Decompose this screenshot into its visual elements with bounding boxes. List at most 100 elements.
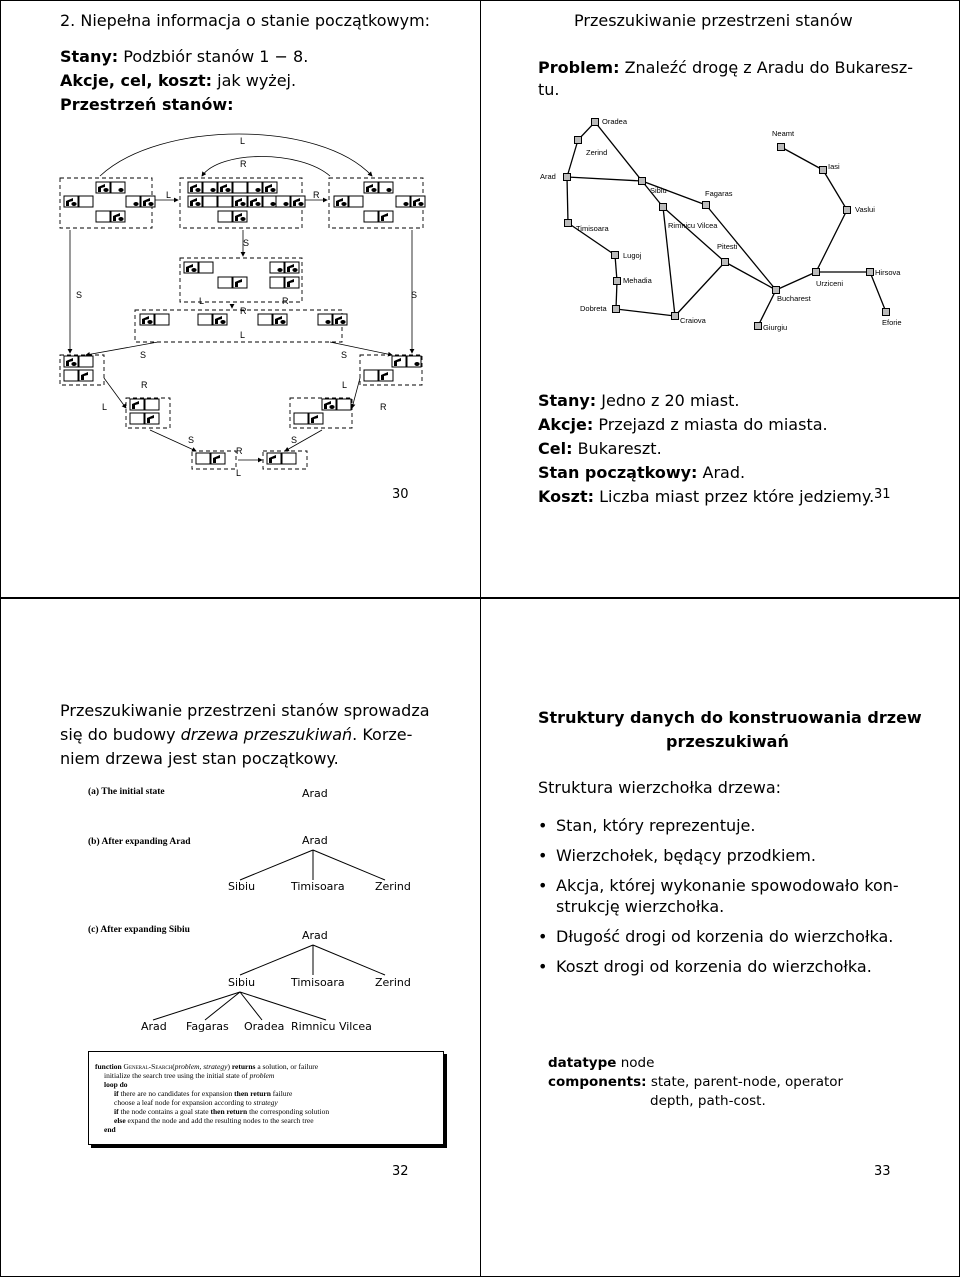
map-road xyxy=(822,169,848,211)
label-L-bot: L xyxy=(236,468,242,478)
map-road xyxy=(566,176,643,182)
city-node xyxy=(721,258,729,266)
dirt-icon xyxy=(386,188,392,192)
label-L: L xyxy=(166,190,172,200)
list-item: Długość drogi od korzenia do wierzchołka… xyxy=(538,926,918,947)
transition-arrow xyxy=(201,156,331,177)
tree-node-zerind-c: Zerind xyxy=(375,976,411,989)
components-line2: depth, path-cost. xyxy=(650,1093,766,1109)
vacuum-robot-icon xyxy=(293,198,300,206)
problem-label: Problem: xyxy=(538,58,620,77)
city-label: Giurgiu xyxy=(763,323,787,332)
p31-koszt: Koszt: Liczba miast przez które jedziemy… xyxy=(538,486,874,507)
city-node xyxy=(591,118,599,126)
vacuum-cell xyxy=(110,181,126,194)
map-road xyxy=(757,289,777,327)
vacuum-cell xyxy=(363,210,379,223)
dirt-icon xyxy=(148,202,154,206)
belief-state-box xyxy=(125,397,171,429)
label-R-r4: R xyxy=(380,402,387,412)
akcje-label: Akcje: xyxy=(538,415,594,434)
city-node xyxy=(611,251,619,259)
city-label: Oradea xyxy=(602,117,628,126)
city-label: Dobreta xyxy=(580,304,608,313)
transition-arrow xyxy=(99,133,373,177)
label-R-top: R xyxy=(240,159,247,169)
tree-node-zerind-b: Zerind xyxy=(375,880,411,893)
dirt-icon xyxy=(240,217,246,221)
vacuum-cell xyxy=(232,181,248,194)
vacuum-robot-icon xyxy=(142,316,149,324)
vacuum-robot-icon xyxy=(215,316,222,324)
vacuum-robot-icon xyxy=(186,264,193,272)
slide30-actions: Akcje, cel, koszt: jak wyżej. xyxy=(60,70,296,91)
vacuum-cell xyxy=(281,452,297,465)
caption-b: (b) After expanding Arad xyxy=(88,837,191,847)
slide30-states: Stany: Podzbiór stanów 1 − 8. xyxy=(60,46,308,67)
tree-node-timisoara-c: Timisoara xyxy=(291,976,345,989)
map-road xyxy=(566,176,569,224)
start-text: Arad. xyxy=(702,463,746,482)
label-R: R xyxy=(313,190,320,200)
vacuum-robot-icon xyxy=(66,358,73,366)
dirt-icon xyxy=(414,362,420,366)
map-road xyxy=(614,254,618,282)
city-node xyxy=(612,305,620,313)
city-label: Sibiu xyxy=(650,186,667,195)
general-search-code-box: function General-Search(problem, strateg… xyxy=(88,1051,444,1145)
vacuum-robot-icon xyxy=(335,316,342,324)
belief-state-box xyxy=(59,354,105,386)
label-R-mid2: R xyxy=(240,306,247,316)
city-label: Arad xyxy=(540,172,556,181)
datatype-text: node xyxy=(620,1055,655,1071)
label-R-l3: R xyxy=(141,380,148,390)
intro2c: . Korze- xyxy=(352,725,413,744)
city-label: Fagaras xyxy=(705,189,733,198)
dirt-icon xyxy=(255,202,261,206)
vacuum-cell xyxy=(125,195,141,208)
dirt-icon xyxy=(329,405,335,409)
dirt-icon xyxy=(403,202,409,206)
stany-text: Jedno z 20 miast. xyxy=(601,391,740,410)
city-label: Hirsova xyxy=(875,268,901,277)
transition-arrow xyxy=(85,341,159,357)
vacuum-cell xyxy=(202,181,218,194)
list-item: Akcja, której wykonanie spowodowało kon-… xyxy=(538,875,918,917)
vacuum-cell xyxy=(269,261,285,274)
transition-arrow xyxy=(284,429,323,452)
dirt-icon xyxy=(340,320,346,324)
page-number-33: 33 xyxy=(874,1164,891,1179)
code-line-6: if the node contains a goal state then r… xyxy=(114,1107,330,1116)
code-line-8: end xyxy=(104,1125,116,1134)
datatype-label: datatype xyxy=(548,1055,617,1071)
belief-state-box xyxy=(262,450,308,470)
dirt-icon xyxy=(371,188,377,192)
vacuum-robot-icon xyxy=(287,279,294,287)
vacuum-cell xyxy=(257,313,273,326)
dirt-icon xyxy=(255,188,261,192)
tree-node-arad-a: Arad xyxy=(302,787,328,800)
vacuum-robot-icon xyxy=(381,372,388,380)
slide30-title: 2. Niepełna informacja o stanie początko… xyxy=(60,11,431,30)
city-label: Mehadia xyxy=(623,276,653,285)
dirt-icon xyxy=(210,188,216,192)
label-S-r5: S xyxy=(291,435,298,445)
vacuum-cell xyxy=(269,276,285,289)
label-R-mid: R xyxy=(282,296,289,306)
vacuum-robot-icon xyxy=(113,213,120,221)
node-fields-list: Stan, który reprezentuje. Wierzchołek, b… xyxy=(538,815,918,986)
dirt-icon xyxy=(283,202,289,206)
tree-node-timisoara-b: Timisoara xyxy=(291,880,345,893)
vacuum-robot-icon xyxy=(250,198,257,206)
vacuum-cell xyxy=(395,195,411,208)
problem-line2: tu. xyxy=(538,80,560,99)
city-node xyxy=(777,143,785,151)
vacuum-cell xyxy=(195,452,211,465)
dirt-icon xyxy=(133,202,139,206)
label-L-mid2: L xyxy=(240,330,246,340)
cel-label: Cel: xyxy=(538,439,573,458)
dirt-icon xyxy=(118,217,124,221)
divider-vertical-top xyxy=(480,0,481,597)
city-label: Rimnicu Vilcea xyxy=(668,221,718,230)
vacuum-cell xyxy=(217,195,233,208)
